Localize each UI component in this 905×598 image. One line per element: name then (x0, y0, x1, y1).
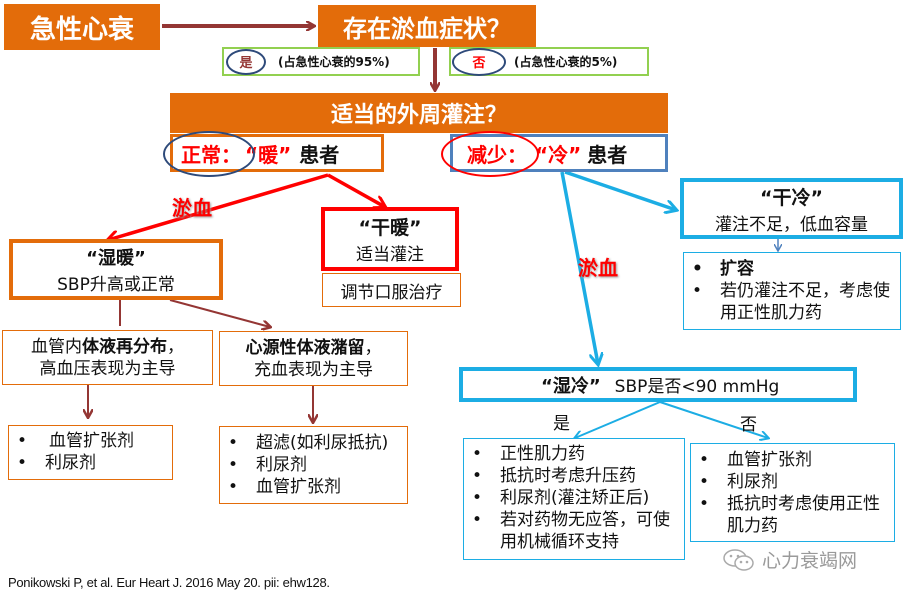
treatment-item: 抵抗时考虑升压药 (464, 465, 684, 487)
vascular-redistribution-box: 血管内体液再分布， 高血压表现为主导 (2, 330, 213, 385)
dry-warm-action-box: 调节口服治疗 (322, 273, 461, 307)
treatment-item: 利尿剂 (9, 452, 172, 474)
citation: Ponikowski P, et al. Eur Heart J. 2016 M… (8, 575, 330, 590)
cold-suffix: 患者 (587, 142, 628, 167)
vascular-line2: 高血压表现为主导 (39, 358, 176, 379)
wet-cold-title: “湿冷” (541, 375, 601, 397)
dry-warm-subtitle: 适当灌注 (356, 245, 424, 265)
cold-status-circle (441, 131, 539, 177)
treatment-item: 超滤(如利尿抵抗) (220, 432, 407, 454)
dry-cold-box: “干冷” 灌注不足，低血容量 (680, 178, 903, 239)
wet-warm-subtitle: SBP升高或正常 (57, 275, 175, 295)
cold-congestion-label: 淤血 (578, 256, 618, 280)
no-circle-label: 否 (452, 47, 506, 76)
yes-branch-note: 是 (占急性心衰的95%) (222, 47, 420, 76)
cardiac-line2: 充血表现为主导 (254, 359, 373, 380)
perfusion-question-box: 适当的外周灌注？ (170, 93, 668, 133)
yes-circle-label: 是 (226, 48, 266, 75)
cardiac-retention-box: 心源性体液潴留， 充血表现为主导 (219, 331, 408, 386)
treatment-item: 若对药物无应答，可使用机械循环支持 (464, 509, 684, 553)
dry-warm-box: “干暖” 适当灌注 (321, 207, 459, 271)
warm-suffix: 患者 (299, 142, 340, 167)
vascular-treatment-box: 血管扩张剂 利尿剂 (8, 425, 173, 480)
wet-cold-no-treatment-box: 血管扩张剂 利尿剂 抵抗时考虑使用正性肌力药 (690, 443, 895, 542)
treatment-item: 利尿剂 (220, 454, 407, 476)
wet-warm-title: “湿暖” (86, 248, 146, 269)
acute-heart-failure-box: 急性心衰 (4, 4, 160, 50)
dry-cold-title: “干冷” (760, 186, 823, 209)
treatment-item: 利尿剂(灌注矫正后) (464, 487, 684, 509)
treatment-item: 扩容 (684, 258, 900, 280)
no-percentage-note: (占急性心衰的5%) (514, 55, 618, 69)
wet-warm-box: “湿暖” SBP升高或正常 (9, 239, 223, 300)
treatment-item: 血管扩张剂 (691, 449, 894, 471)
vascular-pre: 血管内 (31, 336, 82, 357)
dry-cold-subtitle: 灌注不足，低血容量 (715, 214, 868, 235)
no-branch-note: 否 (占急性心衰的5%) (449, 47, 649, 76)
watermark-text: 心力衰竭网 (762, 550, 858, 572)
warm-congestion-label: 淤血 (172, 196, 212, 220)
treatment-item: 正性肌力药 (464, 443, 684, 465)
warm-status-circle (163, 131, 255, 177)
treatment-item: 抵抗时考虑使用正性肌力药 (691, 493, 894, 537)
cold-quote: “冷” (535, 142, 582, 167)
dry-cold-treatment-box: 扩容 若仍灌注不足，考虑使用正性肌力药 (683, 252, 901, 330)
treatment-item: 血管扩张剂 (9, 430, 172, 452)
wechat-icon (723, 548, 754, 571)
congestion-question-box: 存在淤血症状？ (318, 5, 536, 47)
yes-percentage-note: (占急性心衰的95%) (278, 55, 390, 69)
treatment-item: 利尿剂 (691, 471, 894, 493)
cardiac-post: ， (364, 337, 382, 358)
dry-warm-title: “干暖” (358, 217, 422, 239)
treatment-item: 若仍灌注不足，考虑使用正性肌力药 (684, 280, 900, 324)
no-branch-label: 否 (740, 415, 757, 435)
vascular-post: ， (167, 336, 184, 357)
wet-cold-yes-treatment-box: 正性肌力药 抵抗时考虑升压药 利尿剂(灌注矫正后) 若对药物无应答，可使用机械循… (463, 438, 685, 560)
yes-branch-label: 是 (553, 414, 570, 434)
wet-cold-question: SBP是否<90 mmHg (614, 377, 780, 397)
wet-cold-box: “湿冷” SBP是否<90 mmHg (459, 367, 857, 402)
watermark: 心力衰竭网 (722, 546, 857, 573)
vascular-bold: 体液再分布 (82, 336, 167, 357)
cardiac-treatment-box: 超滤(如利尿抵抗) 利尿剂 血管扩张剂 (219, 426, 408, 504)
treatment-item: 血管扩张剂 (220, 476, 407, 498)
cardiac-bold: 心源性体液潴留 (245, 337, 365, 358)
